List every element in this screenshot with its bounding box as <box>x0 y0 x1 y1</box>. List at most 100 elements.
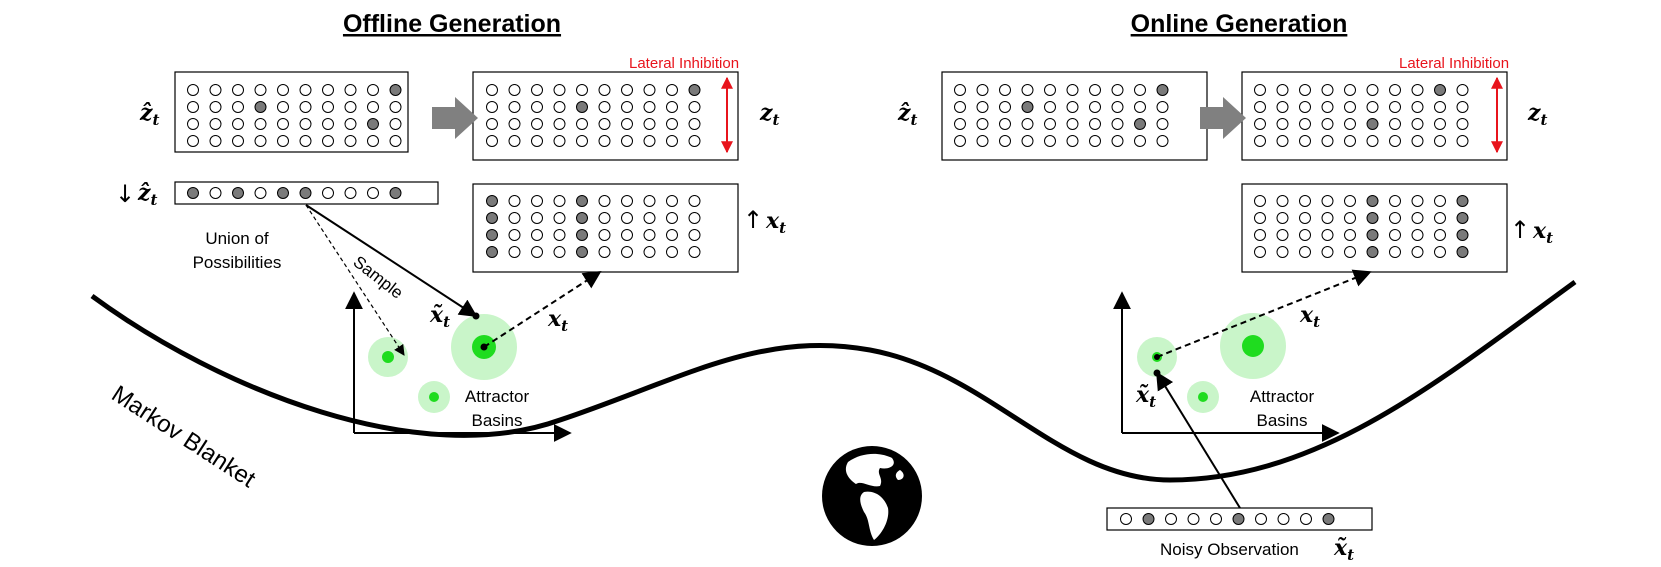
online-x-nodes <box>1254 195 1469 258</box>
node <box>1044 118 1056 130</box>
node <box>1120 513 1132 525</box>
node <box>598 195 611 207</box>
offline-lateral-inhibition: Lateral Inhibition <box>629 55 739 72</box>
node <box>1277 513 1290 525</box>
node <box>1021 84 1034 96</box>
node <box>1434 118 1446 130</box>
node <box>209 187 222 199</box>
node <box>1456 101 1469 113</box>
node <box>1299 135 1311 147</box>
node <box>1156 135 1169 147</box>
node <box>254 118 267 130</box>
node <box>1389 101 1401 113</box>
node <box>1456 212 1469 224</box>
node <box>553 118 566 130</box>
online-zhat-nodes <box>954 84 1169 147</box>
node <box>1299 84 1311 96</box>
node <box>1434 84 1446 96</box>
online-title: Online Generation <box>1131 10 1348 38</box>
node <box>1321 212 1334 224</box>
offline-basin-core-left <box>382 351 394 363</box>
node <box>1044 84 1056 96</box>
node <box>1389 246 1401 258</box>
node <box>1089 135 1101 147</box>
node <box>1411 101 1424 113</box>
node <box>576 135 588 147</box>
node <box>1366 135 1379 147</box>
node <box>999 135 1011 147</box>
node <box>508 135 521 147</box>
node <box>1066 118 1079 130</box>
node <box>954 101 966 113</box>
offline-z-symbol: zt <box>759 100 780 129</box>
markov-blanket-curve <box>90 279 1577 483</box>
node <box>1187 513 1200 525</box>
node <box>1276 135 1289 147</box>
node <box>1389 212 1401 224</box>
node <box>277 101 289 113</box>
online-up-arrow-icon: ↑ <box>1510 216 1530 244</box>
node <box>344 84 357 96</box>
offline-x-nodes <box>486 195 701 258</box>
node <box>1344 212 1356 224</box>
node <box>1299 195 1311 207</box>
node <box>598 212 611 224</box>
node <box>576 195 588 207</box>
node <box>232 187 244 199</box>
node <box>1389 135 1401 147</box>
node <box>389 187 402 199</box>
node <box>486 229 498 241</box>
node <box>1434 195 1446 207</box>
node <box>621 195 633 207</box>
node <box>187 187 199 199</box>
node <box>688 229 701 241</box>
node <box>954 84 966 96</box>
node <box>1165 513 1177 525</box>
node <box>1366 118 1379 130</box>
node <box>1066 84 1079 96</box>
node <box>277 84 289 96</box>
node <box>1321 195 1334 207</box>
online-x-dashed-arrow <box>1156 269 1372 358</box>
node <box>1434 212 1446 224</box>
node <box>688 118 701 130</box>
node <box>322 84 334 96</box>
online-attractor-line1: Attractor <box>1250 387 1315 406</box>
node <box>666 212 678 224</box>
node <box>1366 229 1379 241</box>
node <box>1322 513 1335 525</box>
node <box>1366 84 1379 96</box>
offline-block-arrow-icon <box>432 97 478 139</box>
node <box>1044 101 1056 113</box>
node <box>299 187 312 199</box>
node <box>344 187 357 199</box>
node <box>1344 195 1356 207</box>
node <box>1411 229 1424 241</box>
node <box>999 101 1011 113</box>
node <box>598 84 611 96</box>
node <box>1134 118 1146 130</box>
offline-sample-solid-arrow <box>305 204 478 317</box>
online-attractor-line2: Basins <box>1256 411 1307 430</box>
node <box>508 246 521 258</box>
node <box>254 84 267 96</box>
node <box>1321 84 1334 96</box>
node <box>1066 135 1079 147</box>
node <box>576 246 588 258</box>
node <box>389 84 402 96</box>
node <box>508 195 521 207</box>
offline-attractor-line2: Basins <box>471 411 522 430</box>
node <box>1344 101 1356 113</box>
node <box>621 118 633 130</box>
online-x-tilde-symbol: x̃t <box>1135 382 1156 411</box>
node <box>954 118 966 130</box>
node <box>1434 229 1446 241</box>
node <box>1276 246 1289 258</box>
node <box>209 84 222 96</box>
node <box>621 101 633 113</box>
node <box>643 195 656 207</box>
node <box>1411 118 1424 130</box>
node <box>598 135 611 147</box>
offline-z-nodes <box>486 84 701 147</box>
node <box>1366 246 1379 258</box>
